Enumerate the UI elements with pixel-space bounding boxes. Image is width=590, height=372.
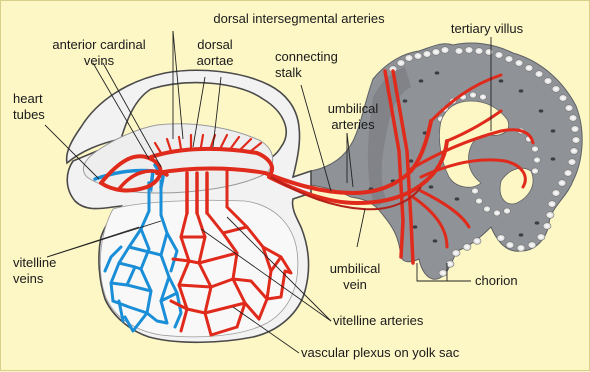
label-tertiary-villus: tertiary villus (451, 21, 524, 36)
label-aortae: aortae (197, 53, 234, 68)
label-umbilical-arteries-1: umbilical (328, 101, 379, 116)
label-vitelline-veins-2: veins (13, 271, 44, 286)
label-dorsal: dorsal (197, 37, 233, 52)
embryo-body (67, 70, 311, 342)
label-connecting: connecting (275, 49, 338, 64)
label-umbilical-arteries-2: arteries (331, 117, 375, 132)
label-dorsal-intersegmental-arteries: dorsal intersegmental arteries (213, 11, 385, 26)
label-chorion: chorion (475, 273, 518, 288)
label-umbilical-vein-2: vein (343, 277, 367, 292)
label-stalk: stalk (275, 65, 302, 80)
label-anterior-cardinal-veins: veins (84, 53, 115, 68)
label-vitelline-veins-1: vitelline (13, 255, 56, 270)
label-tubes: tubes (13, 107, 45, 122)
label-vascular-plexus: vascular plexus on yolk sac (301, 345, 460, 360)
label-heart: heart (13, 91, 43, 106)
label-umbilical-vein-1: umbilical (330, 261, 381, 276)
label-anterior-cardinal: anterior cardinal (52, 37, 145, 52)
label-vitelline-arteries: vitelline arteries (333, 313, 424, 328)
